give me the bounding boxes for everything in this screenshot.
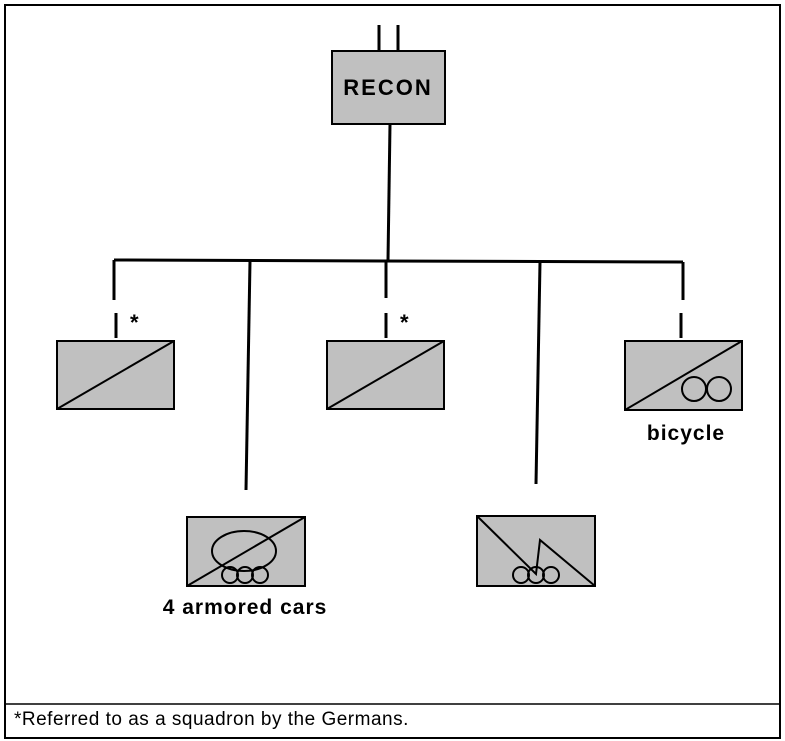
recon-diagonal [326, 340, 445, 410]
connector-lines [112, 123, 685, 491]
bicycle-wheel [706, 376, 732, 402]
unit-bicycle: bicycle [624, 313, 743, 445]
hq-label: RECON [343, 75, 432, 100]
unit-signal [476, 515, 596, 587]
footnote-marker: * [400, 310, 409, 335]
recon-diagonal [186, 516, 306, 587]
unit-armored-cars: 4 armored cars [163, 516, 328, 619]
recon-diagonal [624, 340, 743, 411]
signal-lightning [476, 515, 596, 587]
unit-recon-troop-center: * [326, 310, 445, 410]
hq-unit-recon: RECON [331, 50, 446, 125]
footnote-marker: * [130, 310, 139, 335]
outer-border [4, 4, 781, 739]
hq-unit-box [331, 50, 446, 125]
unit-recon-troop-left: * [56, 310, 175, 410]
recon-diagonal [56, 340, 175, 410]
unit-label: 4 armored cars [163, 596, 328, 619]
wheel [251, 566, 269, 584]
hq-size-indicator [377, 25, 400, 50]
unit-box [476, 515, 596, 587]
wheel [542, 566, 560, 584]
footnote: *Referred to as a squadron by the German… [14, 709, 409, 730]
armor-ellipse [211, 530, 277, 572]
unit-label: bicycle [647, 422, 725, 445]
